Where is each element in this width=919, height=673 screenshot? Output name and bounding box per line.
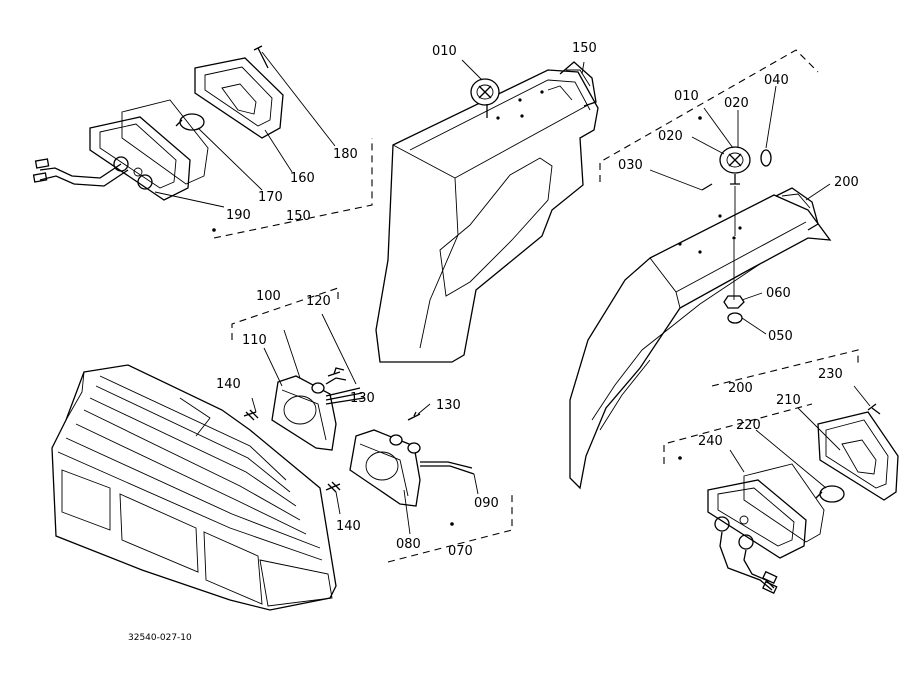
headlight-upper <box>231 287 365 451</box>
part-label-130: 130 <box>436 398 461 413</box>
front-grille <box>51 364 337 611</box>
part-label-140: 140 <box>216 377 241 392</box>
part-label-180: 180 <box>333 147 358 162</box>
part-label-010: 010 <box>432 44 457 59</box>
part-label-150: 150 <box>286 209 311 224</box>
fender-right <box>569 49 832 490</box>
part-label-030: 030 <box>618 158 643 173</box>
part-label-080: 080 <box>396 537 421 552</box>
part-label-020: 020 <box>658 129 683 144</box>
part-label-070: 070 <box>448 544 473 559</box>
part-label-090: 090 <box>474 496 499 511</box>
part-label-100: 100 <box>256 289 281 304</box>
headlight-lower <box>325 403 513 563</box>
part-label-010: 010 <box>674 89 699 104</box>
part-label-120: 120 <box>306 294 331 309</box>
rear-lamp-right-assembly <box>663 349 899 595</box>
part-label-140: 140 <box>336 519 361 534</box>
part-label-040: 040 <box>764 73 789 88</box>
part-label-200: 200 <box>728 381 753 396</box>
part-label-170: 170 <box>258 190 283 205</box>
part-label-060: 060 <box>766 286 791 301</box>
rear-lamp-left-assembly <box>32 45 373 239</box>
part-number-labels: 010 150 010 020 040 020 030 200 060 050 … <box>128 41 859 643</box>
part-label-230: 230 <box>818 367 843 382</box>
part-label-160: 160 <box>290 171 315 186</box>
part-label-200: 200 <box>834 175 859 190</box>
part-label-110: 110 <box>242 333 267 348</box>
part-label-210: 210 <box>776 393 801 408</box>
part-label-240: 240 <box>698 434 723 449</box>
part-label-190: 190 <box>226 208 251 223</box>
part-label-150: 150 <box>572 41 597 56</box>
part-label-020: 020 <box>724 96 749 111</box>
part-label-220: 220 <box>736 418 761 433</box>
fender-left <box>375 59 599 363</box>
part-label-050: 050 <box>768 329 793 344</box>
drawing-code: 32540-027-10 <box>128 633 192 643</box>
part-label-130: 130 <box>350 391 375 406</box>
